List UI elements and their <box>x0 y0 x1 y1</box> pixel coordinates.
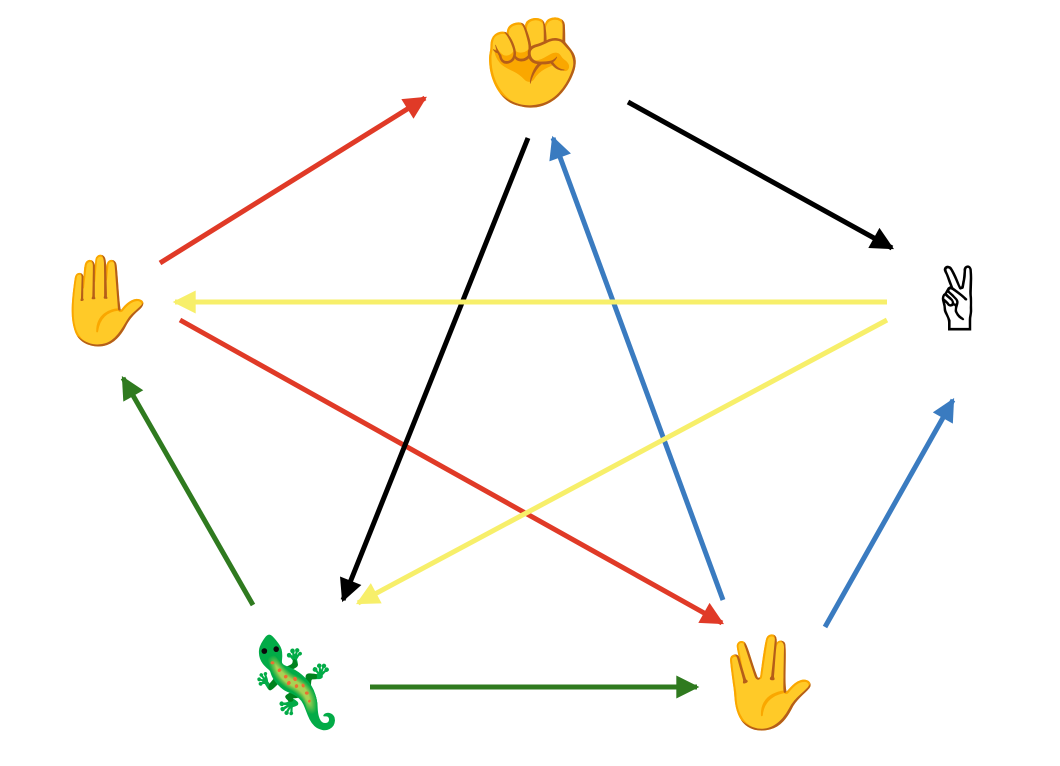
lizard-icon: 🦎 <box>238 631 348 734</box>
arrow-rock-to-scissors <box>626 99 895 251</box>
arrow-spock-to-scissors <box>822 397 956 629</box>
arrow-rock-to-lizard <box>340 137 531 603</box>
arrow-spock-to-rock <box>549 135 726 601</box>
nodes-layer: ✊ ✌ 🖖 🦎 ✋ <box>48 11 997 741</box>
arrow-lizard-to-paper <box>120 376 256 607</box>
arrow-scissors-to-lizard <box>355 317 889 606</box>
arrow-paper-to-rock <box>158 95 427 266</box>
fist-icon: ✊ <box>477 11 587 115</box>
arrow-paper-to-spock <box>178 317 725 626</box>
vulcan-salute-icon: 🖖 <box>710 631 820 741</box>
raised-hand-icon: ✋ <box>48 249 158 352</box>
edges-layer <box>120 95 956 699</box>
victory-hand-icon: ✌ <box>923 249 997 352</box>
